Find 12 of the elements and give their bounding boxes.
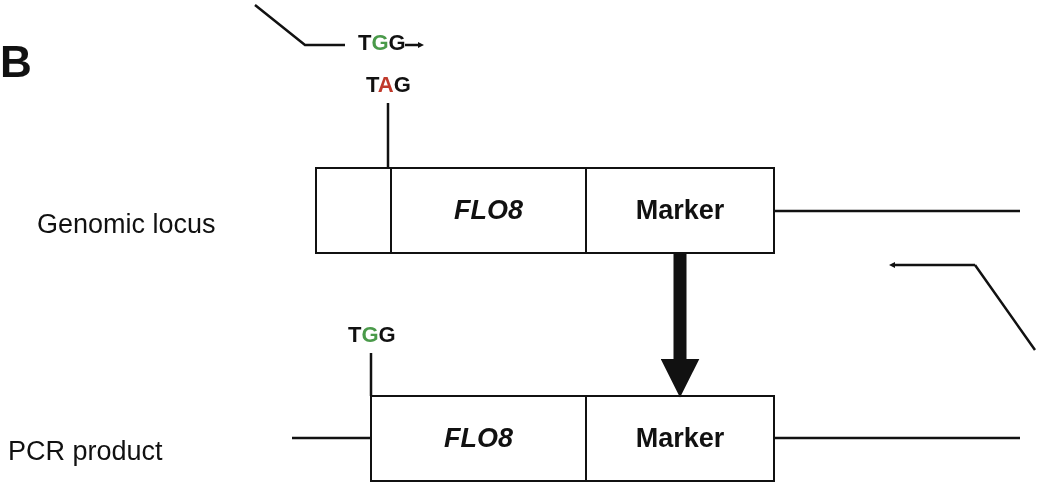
codon-label: TGG bbox=[358, 32, 406, 54]
panel-letter: B bbox=[0, 40, 32, 84]
marker-segment: Marker bbox=[585, 395, 775, 482]
marker-segment: Marker bbox=[585, 167, 775, 254]
gene-segment bbox=[315, 167, 392, 254]
codon-label: TAG bbox=[366, 74, 411, 96]
gene-segment: FLO8 bbox=[390, 167, 587, 254]
row-label: PCR product bbox=[8, 438, 163, 465]
gene-segment: FLO8 bbox=[370, 395, 587, 482]
row-label: Genomic locus bbox=[37, 211, 216, 238]
codon-label: TGG bbox=[348, 324, 396, 346]
arrow bbox=[660, 254, 700, 398]
